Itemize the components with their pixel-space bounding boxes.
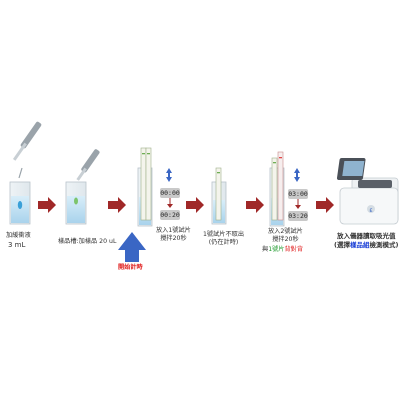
strip1-line1: 放入1號試片	[156, 227, 191, 234]
strip1-instruction: 放入1號試片 攪拌20秒	[156, 227, 191, 243]
back-suffix: 背對背	[284, 246, 304, 253]
start-timing-label: 開始計時	[118, 264, 143, 271]
pipette-1	[12, 121, 42, 179]
reader-line2-mode: 樣品組	[349, 241, 370, 249]
flow-arrow-2	[108, 197, 126, 213]
back-prefix: 與	[262, 246, 269, 253]
timer-arrow-2	[295, 199, 301, 209]
reader-line2-suffix: 檢測模式)	[369, 241, 399, 249]
stir-arrow-1	[166, 168, 172, 182]
sample-label: 樣品槽:加樣品 20 uL	[58, 238, 117, 245]
keep-line2: (仍在計時)	[208, 239, 239, 246]
strip2-line2: 攪拌20秒	[272, 236, 299, 243]
cuvette-strip1	[137, 147, 153, 227]
timer-arrow-1	[167, 198, 173, 208]
strip2-line1: 放入2號試片	[268, 228, 303, 235]
flow-arrow-4	[246, 197, 264, 213]
keep-instruction: 1號試片不取出 (仍在計時)	[203, 231, 244, 247]
strip1-timer-start: 00:00	[160, 188, 180, 198]
reader-line1: 放入儀器讀取吸光值	[336, 232, 396, 240]
svg-text:ε: ε	[369, 207, 372, 214]
keep-line1: 1號試片不取出	[203, 231, 245, 238]
reader-line2: (選擇樣品組檢測模式)	[334, 241, 398, 250]
cuvette-strip2	[269, 151, 285, 227]
pipette-2	[76, 149, 100, 181]
stir-arrow-2	[294, 168, 300, 182]
reader-instruction: 放入儀器讀取吸光值 (選擇樣品組檢測模式)	[334, 232, 398, 250]
strip1-line2: 攪拌20秒	[160, 235, 187, 242]
reader-instrument: ε	[336, 158, 399, 225]
flow-arrow-5	[316, 197, 334, 213]
flow-arrow-3	[186, 197, 204, 213]
cuvette-strip1-kept	[211, 167, 227, 225]
back-strip: 1號片	[268, 246, 285, 253]
cuvette-sample	[65, 181, 87, 225]
cuvette-buffer	[9, 181, 31, 225]
reader-line2-prefix: (選擇	[334, 241, 350, 249]
back-to-back-note: 與1號片背對背	[262, 246, 303, 254]
strip1-timer-end: 00:20	[160, 210, 180, 220]
flow-arrow-1	[38, 197, 56, 213]
buffer-volume: 3 mL	[8, 241, 26, 249]
strip2-timer-end: 03:20	[288, 211, 308, 221]
strip2-timer-start: 03:00	[288, 189, 308, 199]
buffer-label: 加緩衝液	[6, 232, 31, 239]
start-timing-arrow	[118, 232, 146, 262]
strip2-instruction: 放入2號試片 攪拌20秒	[268, 228, 303, 244]
